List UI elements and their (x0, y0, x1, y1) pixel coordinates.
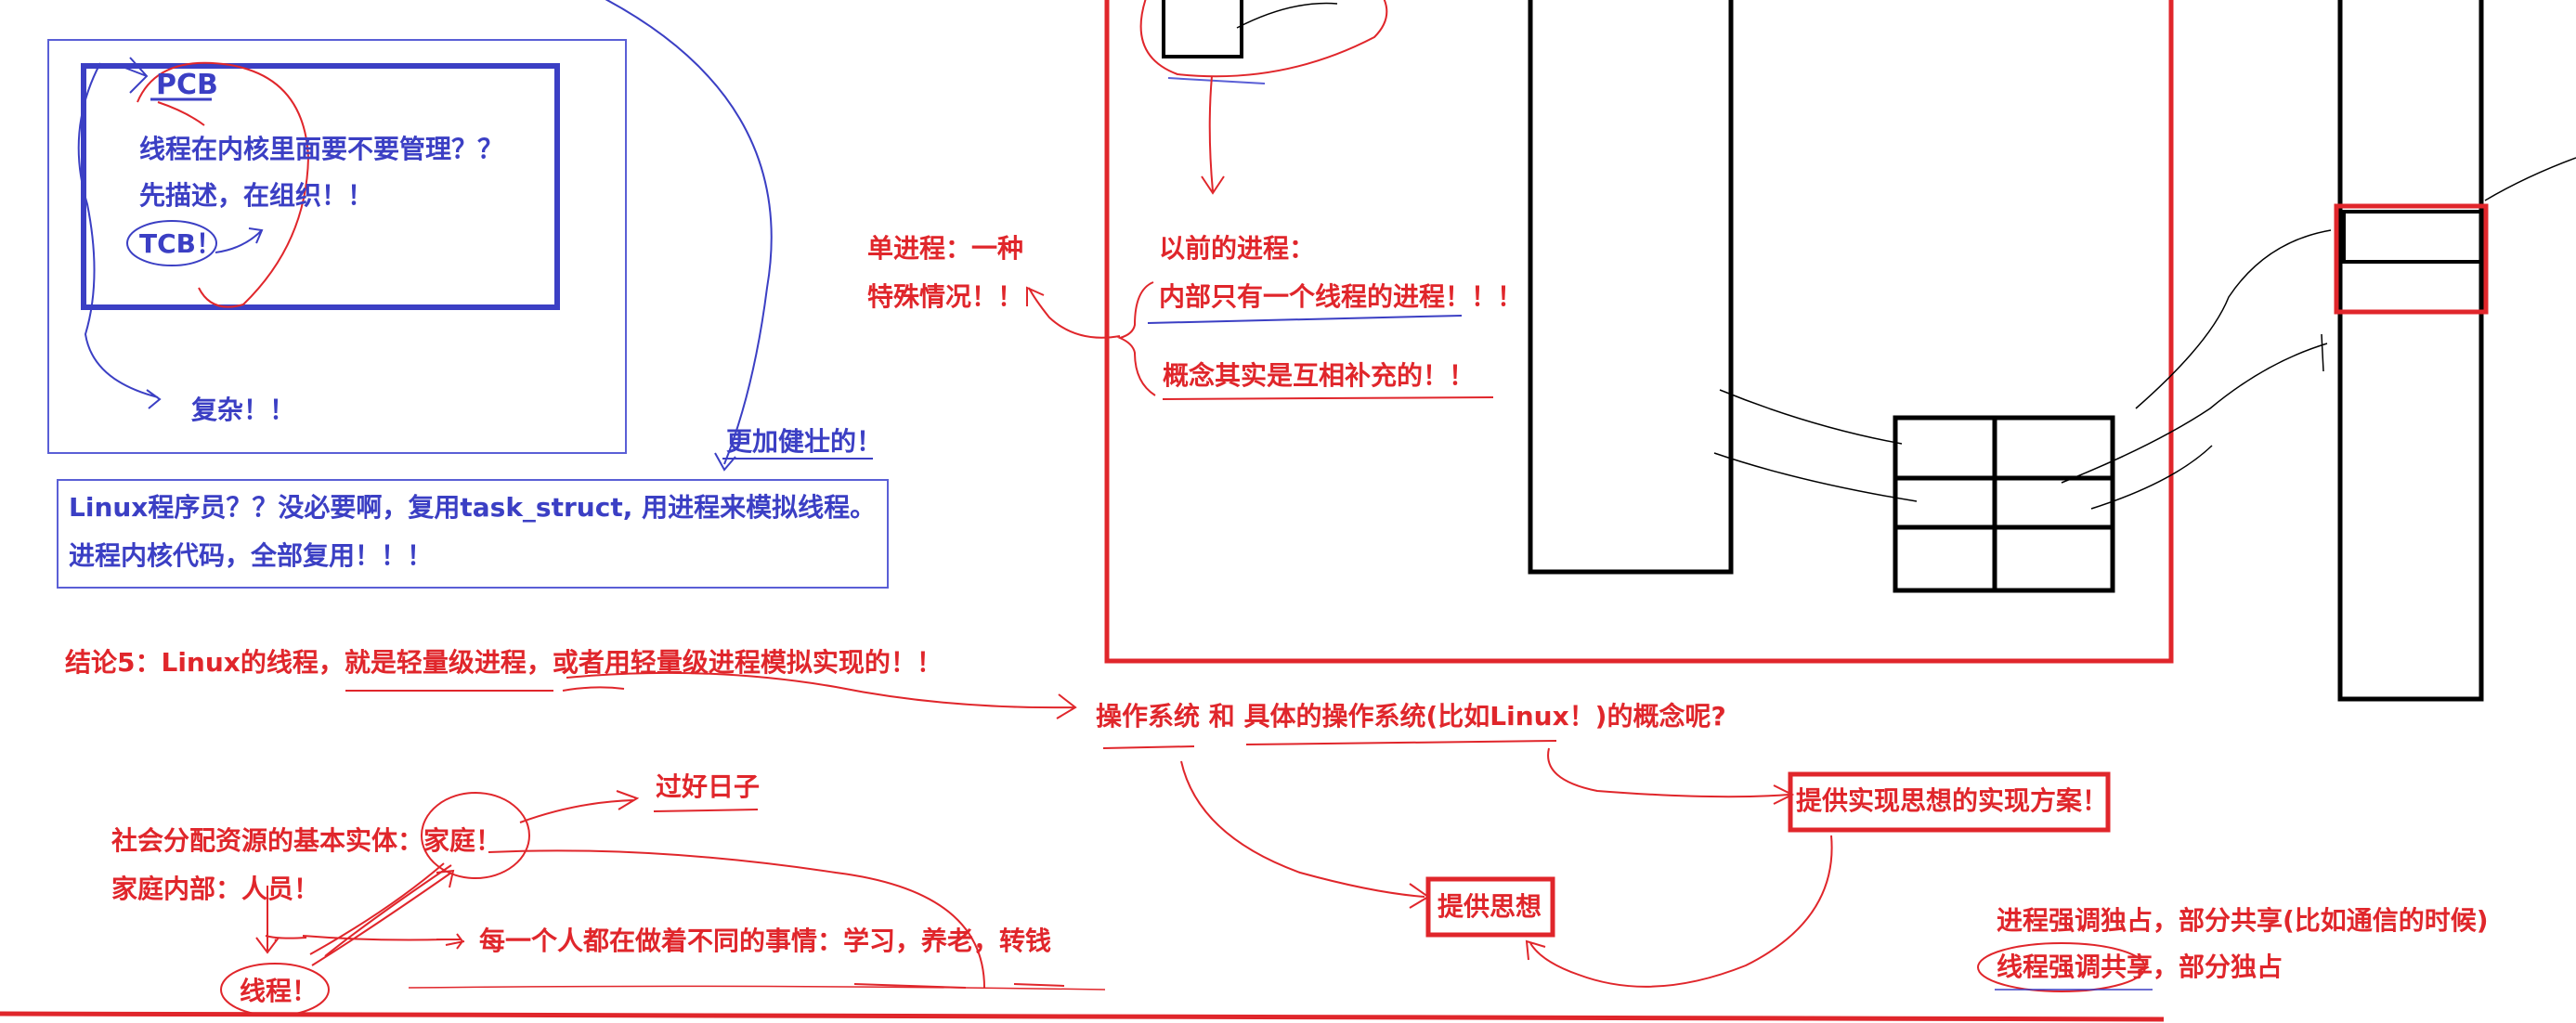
process-emphasis: 进程强调独占，部分共享(比如通信的时候) (1997, 905, 2489, 936)
process-frame (1104, 0, 2174, 664)
blue-under-small-box (1167, 77, 1266, 84)
linux-box-line1: Linux程序员？？没必要啊，复用task_struct, 用进程来模拟线程。 (69, 492, 877, 523)
idea-label: 提供思想 (1438, 891, 1542, 922)
previous-process-line2: 内部只有一个线程的进程！！！ (1159, 281, 1524, 312)
bottom-red-line (0, 1011, 2165, 1022)
thread-emphasis: 线程强调共享，部分独占 (1997, 952, 2283, 982)
red-loop-around-pcb (137, 61, 310, 308)
implementation-to-idea (1525, 835, 1833, 988)
red-down-arrow (1201, 75, 1225, 195)
thin-lines-to-grid (1713, 389, 2213, 510)
big-family-arc (488, 849, 985, 989)
conclusion-arrow (566, 671, 1077, 719)
tall-black-rect (1528, 0, 1734, 575)
arrow-to-each (265, 933, 465, 950)
linux-box (57, 479, 889, 589)
red-arc-small-box (1139, 0, 1388, 78)
arrow-to-implementation (1547, 747, 1795, 805)
conclusion-underline-2 (562, 686, 625, 692)
concept-underline (1162, 396, 1494, 400)
single-process-line2: 特殊情况！！ (867, 281, 1024, 312)
good-life-underline (653, 809, 759, 812)
previous-process-line1: 以前的进程： (1159, 233, 1316, 264)
red-bracket (1117, 281, 1156, 396)
grid-lines (1895, 418, 2113, 590)
grid-box (1893, 415, 2115, 593)
pcb-arrow (122, 57, 149, 94)
good-life-label: 过好日子 (656, 771, 761, 802)
single-process-line1: 单进程：一种 (867, 233, 1024, 264)
os-question: 操作系统 和 具体的操作系统(比如Linux！)的概念呢? (1096, 701, 1726, 732)
small-black-box (1162, 0, 1243, 58)
thread-emphasis-circle (1977, 942, 2146, 992)
complex-curve (77, 62, 162, 409)
pcb-line1: 线程在内核里面要不要管理？？ (139, 134, 504, 164)
arrow-up-to-family (311, 869, 455, 966)
implementation-label: 提供实现思想的实现方案！ (1796, 785, 2109, 816)
family-to-thread-lines (255, 862, 452, 957)
tcb-label: TCB！ (139, 228, 222, 259)
red-arrow-to-single (1026, 286, 1121, 339)
right-tall-rect (2337, 0, 2484, 702)
prev-process-underline (1147, 315, 1463, 324)
pcb-title: PCB (156, 69, 218, 101)
each-person-label: 每一个人都在做着不同的事情：学习，养老，转钱 (479, 926, 1052, 956)
complex-label: 复杂！！ (191, 395, 296, 425)
linux-box-line2: 进程内核代码，全部复用！！！ (69, 540, 434, 571)
thread-label: 线程！ (240, 976, 319, 1006)
right-red-box-lines (2342, 210, 2483, 264)
stronger-label: 更加健壮的！ (726, 426, 883, 457)
small-box-squiggle (1236, 2, 1338, 29)
implementation-box (1788, 771, 2111, 833)
basic-entity-label: 社会分配资源的基本实体：家庭！ (111, 825, 502, 856)
each-long-underline (408, 985, 1106, 991)
pcb-line2: 先描述，在组织！！ (139, 180, 374, 211)
tcb-circle (126, 220, 217, 266)
os-underline-1 (1102, 745, 1195, 749)
family-inside-label: 家庭内部：人员！ (111, 874, 320, 904)
right-red-box (2334, 203, 2489, 315)
arrow-good-life (519, 790, 640, 823)
right-thin-lines (2061, 157, 2576, 484)
outer-thin-blue-frame (47, 39, 627, 454)
conclusion-text: 结论5：Linux的线程，就是轻量级进程，或者用轻量级进程模拟实现的！！ (65, 647, 943, 678)
os-underline-2 (1245, 740, 1557, 745)
family-circle (421, 792, 530, 879)
previous-process-line3: 概念其实是互相补充的！！ (1163, 360, 1476, 391)
arrow-to-idea (1180, 760, 1430, 909)
big-blue-arc (605, 0, 773, 472)
tcb-arrow (215, 227, 264, 253)
idea-box (1425, 876, 1555, 938)
